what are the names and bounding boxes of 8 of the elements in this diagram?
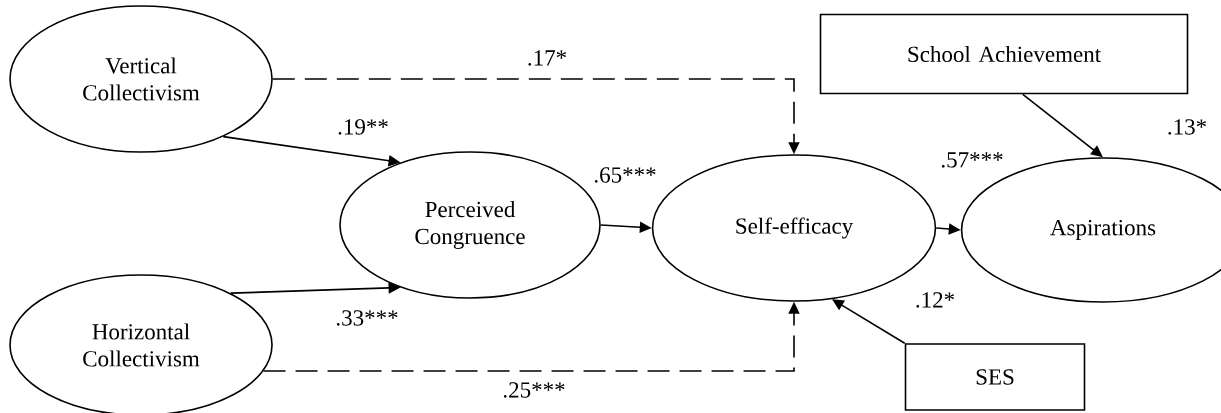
edge-label: .25*** (501, 381, 567, 399)
variable-box: School Achievement (819, 13, 1189, 95)
variable-box: SES (904, 343, 1086, 411)
edge-label: .17* (525, 49, 569, 67)
edge-label: .19** (336, 118, 390, 136)
edge-label: .33*** (334, 309, 400, 327)
ellipse-node: Vertical Collectivism (9, 5, 273, 153)
edge-label: .13* (1165, 118, 1209, 136)
